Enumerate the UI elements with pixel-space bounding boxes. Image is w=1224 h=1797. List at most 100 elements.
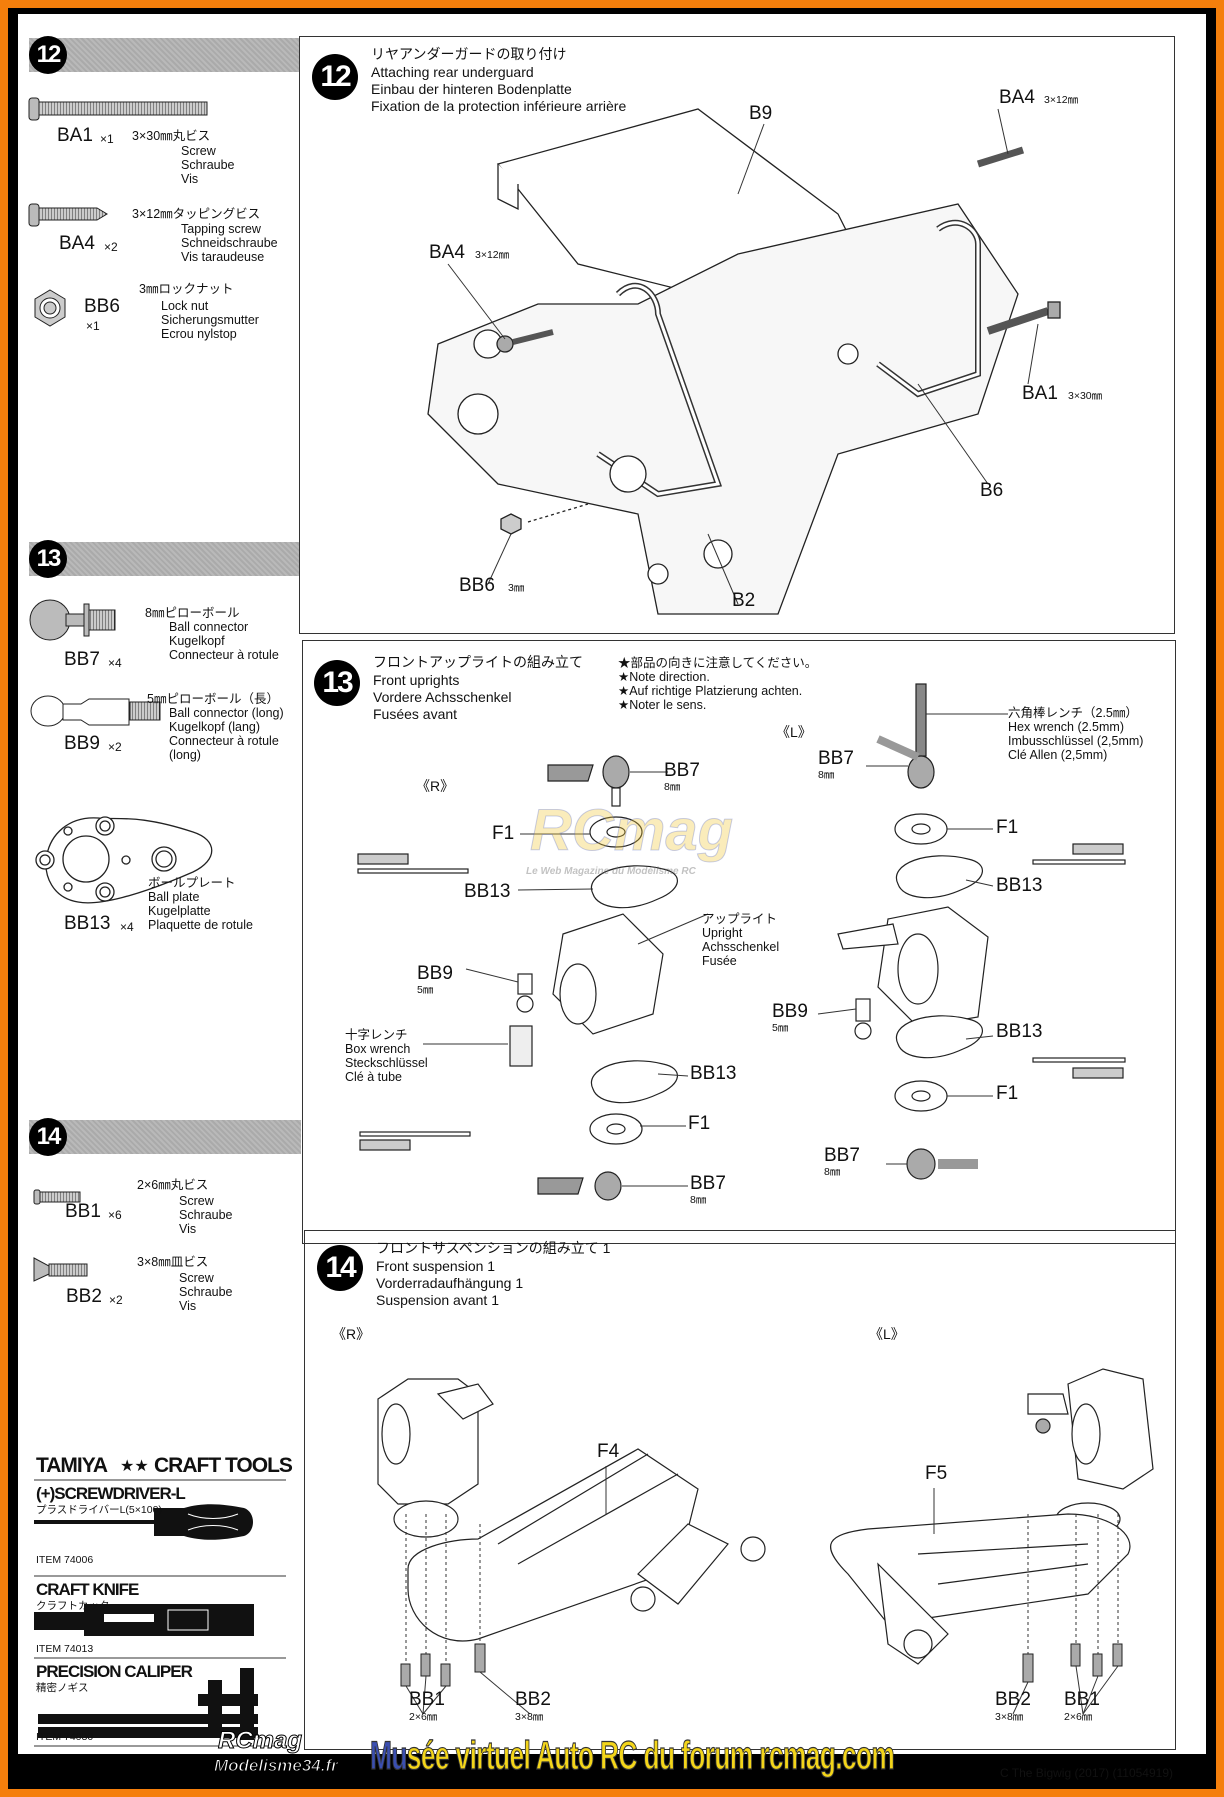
- step12-parts-bar: [29, 38, 299, 72]
- upright-de: Achsschenkel: [702, 940, 780, 954]
- part-code-bb7: BB7: [64, 649, 100, 670]
- bb9-right: [517, 973, 533, 995]
- step12-parts-number: 12: [29, 36, 67, 74]
- label-f5: F5: [925, 1463, 948, 1484]
- step14-parts-number: 14: [29, 1118, 67, 1156]
- part-qty-ba1: ×1: [100, 132, 114, 146]
- label-bb2-r-size: 3×8㎜: [515, 1711, 544, 1723]
- step12-panel: [299, 36, 1175, 634]
- rcmag-center-watermark: RCmag: [529, 798, 734, 863]
- label-ba4-right-size: 3×12㎜: [1044, 94, 1079, 106]
- label-bb9-r: BB9: [417, 963, 453, 984]
- part-qty-bb7: ×4: [108, 656, 122, 670]
- step14-number: 14: [317, 1245, 363, 1291]
- upright-fr: Fusée: [702, 954, 737, 968]
- tamiya-stars-logo: ★★: [120, 1458, 149, 1475]
- step14-diagram: [377, 1368, 1154, 1715]
- part-de-bb13: Kugelplatte: [148, 904, 211, 918]
- label-bb2-l-size: 3×8㎜: [995, 1711, 1024, 1723]
- part-en-bb2: Screw: [179, 1271, 214, 1285]
- label-f1-r: F1: [492, 823, 515, 844]
- label-b6: B6: [980, 480, 1004, 501]
- watermark-accent: Mu: [370, 1733, 408, 1778]
- part-jp-bb6: 3㎜ロックナット: [139, 282, 234, 296]
- label-bb1-r-size: 2×6㎜: [409, 1711, 438, 1723]
- part-jp-bb9: 5㎜ピローボール（長）: [147, 692, 279, 706]
- label-ba4-right: BA4: [999, 87, 1035, 108]
- tool-item-caliper: ITEM 74030: [36, 1731, 94, 1743]
- step13-title-de: Vordere Achsschenkel: [373, 689, 512, 705]
- upright-en: Upright: [702, 926, 743, 940]
- step13-diagram: [357, 683, 1126, 1201]
- right-side-label-14: 《R》: [332, 1326, 371, 1342]
- step13-number: 13: [314, 660, 360, 706]
- hex-wrench-en: Hex wrench (2.5mm): [1008, 720, 1124, 734]
- label-bb13-l-lower: BB13: [996, 1021, 1043, 1042]
- part-code-bb1: BB1: [65, 1201, 101, 1222]
- part-fr-bb9: Connecteur à rotule: [169, 734, 279, 748]
- part-de-bb6: Sicherungsmutter: [161, 313, 259, 327]
- step13-title-jp: フロントアップライトの組み立て: [373, 654, 583, 670]
- arm-f5: [829, 1513, 1131, 1625]
- part-en-ba1: Screw: [181, 144, 216, 158]
- label-f1-l-lower: F1: [996, 1083, 1019, 1104]
- part-fr-ba4: Vis taraudeuse: [181, 250, 265, 264]
- step13-parts-number: 13: [29, 540, 67, 578]
- step14-panel: [304, 1230, 1176, 1750]
- part-code-bb2: BB2: [66, 1286, 102, 1307]
- part-code-ba4: BA4: [59, 233, 95, 254]
- step14-title-jp: フロントサスペンションの組み立て 1: [376, 1240, 611, 1256]
- step13-parts-bar: [29, 542, 299, 576]
- tool-item-screwdriver: ITEM 74006: [36, 1554, 94, 1566]
- museum-watermark: Musée virtuel Auto RC du forum rcmag.com: [370, 1733, 896, 1778]
- part-de-bb9: Kugelkopf (lang): [169, 720, 261, 734]
- box-wrench-de: Steckschlüssel: [345, 1056, 428, 1070]
- hex-wrench-fr: Clé Allen (2,5mm): [1008, 748, 1108, 762]
- note-jp: ★部品の向きに注意してください。: [618, 656, 818, 670]
- label-bb13-r: BB13: [464, 881, 511, 902]
- part-jp-bb2: 3×8㎜皿ビス: [137, 1255, 209, 1269]
- tool-jp-screwdriver: プラスドライバーL(5×100): [36, 1504, 162, 1516]
- part-en-ba4: Tapping screw: [181, 222, 261, 236]
- part-fr-bb1: Vis: [179, 1222, 197, 1236]
- label-bb7-r-lower: BB7: [690, 1173, 726, 1194]
- rcmag-center-watermark-sub: Le Web Magazine du Modélisme RC: [526, 866, 696, 877]
- tool-name-knife: CRAFT KNIFE: [36, 1580, 139, 1599]
- screwdriver-icon: [34, 1504, 253, 1540]
- note-de: ★Auf richtige Platzierung achten.: [618, 684, 803, 698]
- tool-item-knife: ITEM 74013: [36, 1643, 94, 1655]
- part-en-bb9: Ball connector (long): [169, 706, 284, 720]
- rcmag-logo-top: RCmag: [217, 1727, 303, 1754]
- tools-title: CRAFT TOOLS: [154, 1454, 293, 1477]
- step12-diagram: [427, 108, 1061, 615]
- label-bb7-r-lower-size: 8㎜: [690, 1194, 707, 1206]
- bb13-right-lower: [590, 1060, 678, 1104]
- part-en-bb13: Ball plate: [148, 890, 200, 904]
- bb9-left: [855, 998, 871, 1022]
- part-de-bb2: Schraube: [179, 1285, 233, 1299]
- part-code-ba1: BA1: [57, 125, 93, 146]
- part-qty-bb6: ×1: [86, 319, 100, 333]
- tool-name-screwdriver: (+)SCREWDRIVER-L: [36, 1484, 186, 1503]
- bb13-left: [895, 855, 983, 899]
- ball-plate-r: [393, 1500, 459, 1538]
- rcmag-logo-bottom: Modelisme34.fr: [214, 1756, 339, 1776]
- ba1-screw-icon: [28, 97, 208, 121]
- step14-title-en: Front suspension 1: [376, 1258, 496, 1274]
- label-bb7-l-lower-size: 8㎜: [824, 1166, 841, 1178]
- bb13-right: [590, 865, 678, 909]
- label-bb7-l: BB7: [818, 748, 854, 769]
- part-en-bb1: Screw: [179, 1194, 214, 1208]
- part-jp-ba4: 3×12㎜タッピングビス: [132, 207, 261, 221]
- label-ba1: BA1: [1022, 383, 1058, 404]
- note-fr: ★Noter le sens.: [618, 698, 707, 712]
- bb2-countersunk-screw-icon: [33, 1257, 88, 1282]
- label-bb7-l-lower: BB7: [824, 1145, 860, 1166]
- part-qty-bb2: ×2: [109, 1293, 123, 1307]
- bb13-left-lower: [895, 1015, 983, 1059]
- part-fr-bb7: Connecteur à rotule: [169, 648, 279, 662]
- right-side-label: 《R》: [416, 778, 455, 794]
- step12-title-jp: リヤアンダーガードの取り付け: [371, 46, 567, 62]
- hex-wrench-jp: 六角棒レンチ（2.5㎜）: [1008, 706, 1138, 720]
- label-b2: B2: [732, 590, 756, 611]
